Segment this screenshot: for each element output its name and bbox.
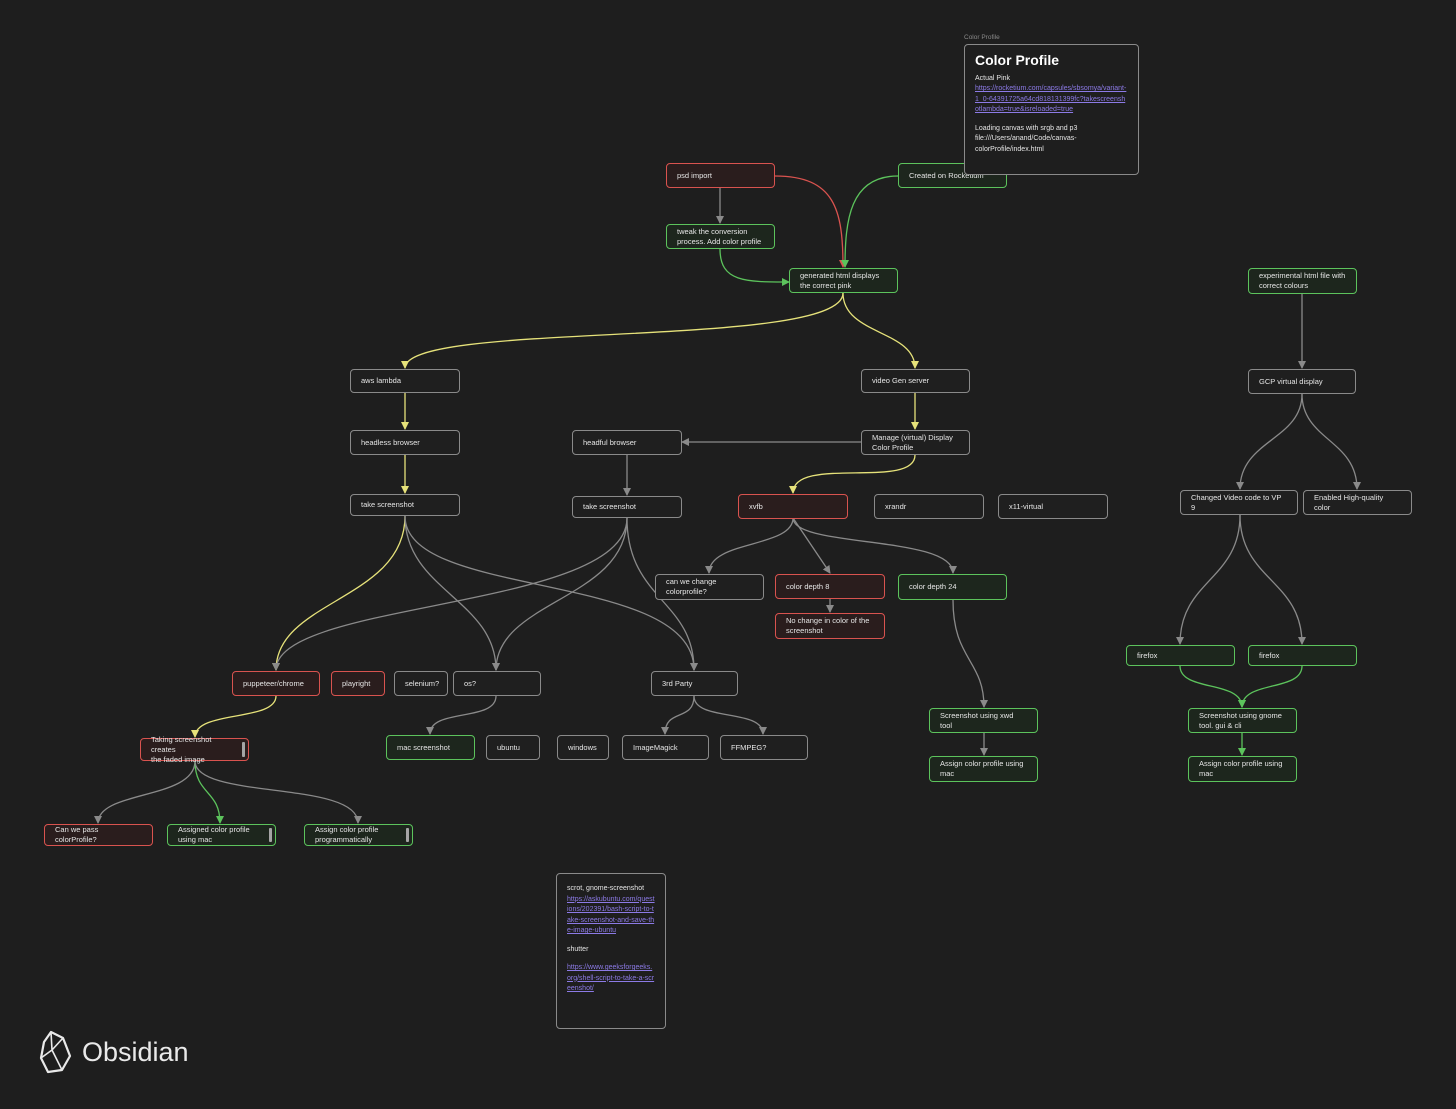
- edge-changed-to-firefox2: [1239, 514, 1306, 645]
- card-subtitle: Actual Pink: [975, 74, 1011, 82]
- edge-3rd-to-ffmpeg: [693, 695, 767, 735]
- node-screenshot-xwd[interactable]: Screenshot using xwd tool: [929, 708, 1038, 733]
- node-imagemagick[interactable]: ImageMagick: [622, 735, 709, 760]
- node-3rd-party[interactable]: 3rd Party: [651, 671, 738, 696]
- edge-tweak-to-generated: [719, 248, 790, 286]
- node-ubuntu[interactable]: ubuntu: [486, 735, 540, 760]
- node-color-depth-8[interactable]: color depth 8: [775, 574, 885, 599]
- node-screenshot-gnome[interactable]: Screenshot using gnome tool. gui & cli: [1188, 708, 1297, 733]
- edge-os-to-mac: [426, 695, 497, 735]
- node-headful-browser[interactable]: headful browser: [572, 430, 682, 455]
- node-taking-screenshot-label: Taking screenshot creates the faded imag…: [151, 734, 212, 764]
- node-can-we-change[interactable]: can we change colorprofile?: [655, 574, 764, 600]
- resize-handle[interactable]: [242, 742, 245, 757]
- node-selenium[interactable]: selenium?: [394, 671, 448, 696]
- node-assigned-mac[interactable]: Assigned color profile using mac: [167, 824, 276, 846]
- node-video-gen-server[interactable]: video Gen server: [861, 369, 970, 393]
- color-profile-card[interactable]: Color Profile Actual Pink https://rocket…: [964, 44, 1139, 175]
- edge-gcp-to-enabled: [1301, 393, 1361, 490]
- node-x11-virtual[interactable]: x11-virtual: [998, 494, 1108, 519]
- edge-generated-to-aws: [401, 292, 844, 369]
- node-assign-programmatically-label: Assign color profile programmatically: [315, 825, 379, 844]
- node-headless-browser[interactable]: headless browser: [350, 430, 460, 455]
- node-take-screenshot-lambda[interactable]: take screenshot: [350, 494, 460, 516]
- edge-xvfb-to-depth24: [792, 517, 957, 574]
- node-tweak-conversion[interactable]: tweak the conversion process. Add color …: [666, 224, 775, 249]
- geeksforgeeks-link[interactable]: https://www.geeksforgeeks.org/shell-scri…: [567, 964, 655, 992]
- obsidian-logo: Obsidian: [38, 1030, 189, 1074]
- edge-firefox1-to-gnome: [1179, 665, 1246, 708]
- card-title: Color Profile: [975, 52, 1060, 68]
- edge-ts1-to-puppeteer: [272, 515, 406, 671]
- edge-puppeteer-to-taking: [191, 695, 277, 738]
- node-assign-mac-xwd[interactable]: Assign color profile using mac: [929, 756, 1038, 782]
- scrot-card[interactable]: scrot, gnome-screenshot https://askubunt…: [556, 873, 666, 1029]
- node-playright[interactable]: playright: [331, 671, 385, 696]
- node-can-we-pass[interactable]: Can we pass colorProfile?: [44, 824, 153, 846]
- node-mac-screenshot[interactable]: mac screenshot: [386, 735, 475, 760]
- shutter-label: shutter: [567, 945, 589, 953]
- node-no-change[interactable]: No change in color of the screenshot: [775, 613, 885, 639]
- edge-gcp-to-changed: [1236, 393, 1303, 490]
- edge-firefox2-to-gnome: [1238, 665, 1303, 708]
- rocketium-link[interactable]: https://rocketium.com/capsules/sbsomya/v…: [975, 85, 1127, 113]
- node-take-screenshot-headful[interactable]: take screenshot: [572, 496, 682, 518]
- node-experimental-html[interactable]: experimental html file with correct colo…: [1248, 268, 1357, 294]
- edge-taking-to-canpass: [94, 760, 196, 824]
- askubuntu-link[interactable]: https://askubuntu.com/questions/202391/b…: [567, 895, 655, 935]
- node-xvfb[interactable]: xvfb: [738, 494, 848, 519]
- node-psd-import[interactable]: psd import: [666, 163, 775, 188]
- edge-changed-to-firefox1: [1176, 514, 1241, 645]
- node-aws-lambda[interactable]: aws lambda: [350, 369, 460, 393]
- node-manage-display[interactable]: Manage (virtual) Display Color Profile: [861, 430, 970, 455]
- node-xrandr[interactable]: xrandr: [874, 494, 984, 519]
- edge-ts1-to-3rd: [404, 515, 698, 671]
- node-assigned-mac-label: Assigned color profile using mac: [178, 825, 250, 844]
- node-generated-html[interactable]: generated html displays the correct pink: [789, 268, 898, 293]
- obsidian-wordmark: Obsidian: [82, 1036, 189, 1067]
- node-enabled-hq-color[interactable]: Enabled High-quality color: [1303, 490, 1412, 515]
- edge-xvfb-to-can-change: [705, 517, 794, 574]
- edge-ts2-to-puppeteer: [272, 517, 628, 671]
- resize-handle[interactable]: [406, 828, 409, 842]
- node-ffmpeg[interactable]: FFMPEG?: [720, 735, 808, 760]
- edge-taking-to-assigned: [194, 760, 224, 824]
- node-gcp-virtual-display[interactable]: GCP virtual display: [1248, 369, 1356, 394]
- edge-3rd-to-imagemagick: [661, 695, 695, 735]
- card-caption: Color Profile: [964, 34, 1000, 41]
- edge-rocketium-to-generated: [841, 175, 899, 268]
- node-windows[interactable]: windows: [557, 735, 609, 760]
- node-changed-video-vp9[interactable]: Changed Video code to VP 9: [1180, 490, 1298, 515]
- node-puppeteer-chrome[interactable]: puppeteer/chrome: [232, 671, 320, 696]
- node-taking-screenshot[interactable]: Taking screenshot creates the faded imag…: [140, 735, 249, 764]
- edge-ts1-to-os: [404, 515, 500, 671]
- node-os[interactable]: os?: [453, 671, 541, 696]
- card-text: Loading canvas with srgb and p3 file:///…: [975, 124, 1078, 153]
- node-firefox-2[interactable]: firefox: [1248, 645, 1357, 666]
- node-color-depth-24[interactable]: color depth 24: [898, 574, 1007, 600]
- obsidian-icon: [39, 1030, 72, 1074]
- edge-ts2-to-os: [492, 517, 628, 671]
- edge-generated-to-video: [842, 292, 919, 369]
- node-firefox-1[interactable]: firefox: [1126, 645, 1235, 666]
- resize-handle[interactable]: [269, 828, 272, 842]
- scrot-title: scrot, gnome-screenshot: [567, 885, 645, 892]
- edge-psd-to-generated: [774, 175, 847, 268]
- node-assign-mac-gnome[interactable]: Assign color profile using mac: [1188, 756, 1297, 782]
- edge-taking-to-prog: [194, 760, 362, 824]
- node-assign-programmatically[interactable]: Assign color profile programmatically: [304, 824, 413, 846]
- edge-manage-to-xvfb: [789, 454, 916, 494]
- edge-depth24-to-xwd: [952, 599, 988, 708]
